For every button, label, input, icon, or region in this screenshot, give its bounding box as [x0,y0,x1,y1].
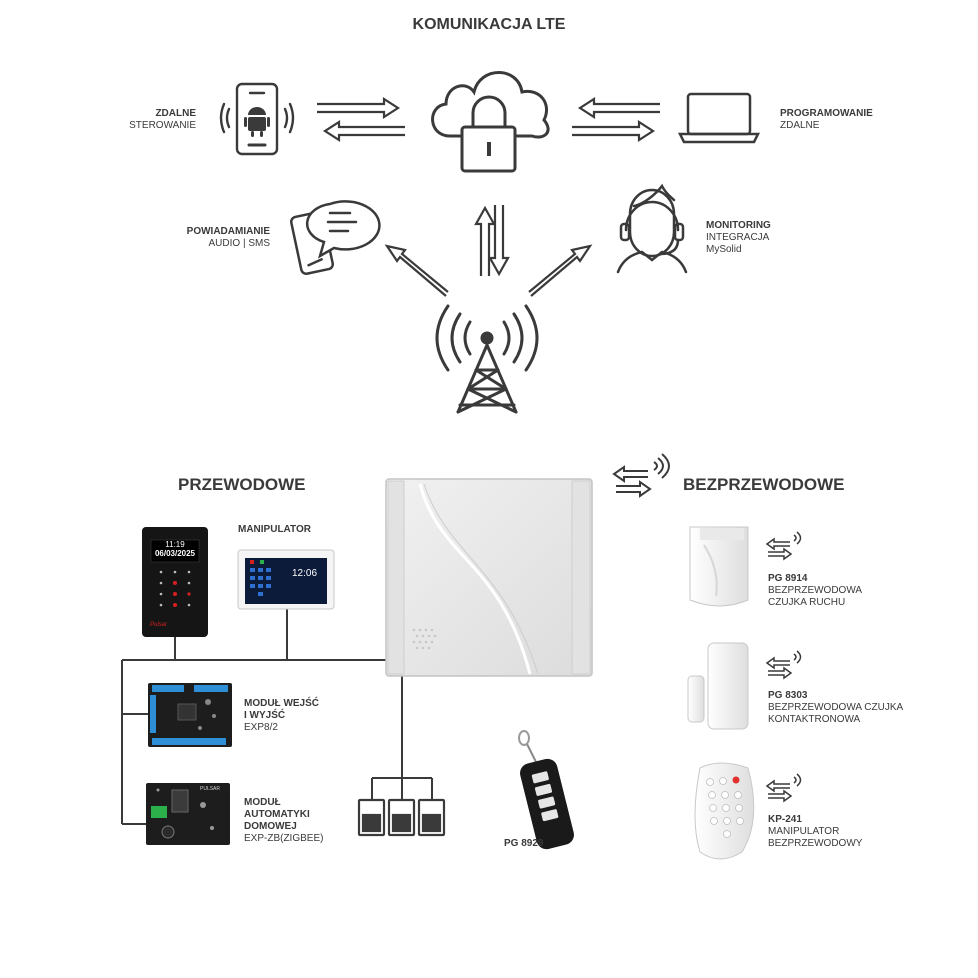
remote-control-line2: STEROWANIE [129,120,196,131]
page-title: KOMUNIKACJA LTE [412,16,566,33]
monitoring-line1: MONITORING [706,220,771,231]
automation-module-line2: AUTOMATYKI [244,809,310,820]
contact-sensor-device [687,642,749,730]
motion-sensor-device [689,526,749,607]
module-brand: PULSAR [200,786,221,792]
contact-line2: BEZPRZEWODOWA CZUJKA [768,702,904,713]
remote-control-label: ZDALNE STEROWANIE [96,108,196,132]
motion-line2: BEZPRZEWODOWA [768,585,863,596]
remote-control-line1: ZDALNE [155,108,196,119]
lte-tower-icon [435,304,539,414]
wireless-heading: BEZPRZEWODOWE [683,475,845,494]
touch-screen-time: 12:06 [292,568,318,579]
operator-headset-icon [616,183,688,274]
contact-line3: KONTAKTRONOWA [768,714,861,725]
notification-line1: POWIADAMIANIE [186,226,270,237]
wireless-signal-icon [765,650,802,680]
notification-label: POWIADAMIANIE AUDIO | SMS [160,226,270,250]
black-touch-keypad [142,527,208,637]
bidirectional-arrows-icon [572,96,660,143]
automation-module-board [146,783,230,845]
outputs-relay-icon [357,798,446,837]
io-module-board [148,683,232,747]
notification-line2: AUDIO | SMS [208,238,271,249]
automation-module-line3: DOMOWEJ [244,821,297,832]
wired-heading: PRZEWODOWE [178,475,306,494]
arrow-to-monitoring-icon [528,244,593,297]
keypad-brand: Pulsar [150,622,168,628]
vertical-bidirectional-arrows-icon [474,205,510,277]
io-module-line1: MODUŁ WEJŚĆ [244,698,319,709]
io-module-label: MODUŁ WEJŚĆ I WYJŚĆ EXP8/2 [244,698,344,734]
motion-line1: PG 8914 [768,573,808,584]
key-fob-remote [518,730,574,850]
motion-sensor-label: PG 8914 BEZPRZEWODOWA CZUJKA RUCHU [768,573,888,609]
bidirectional-arrows-icon [317,96,405,143]
wireless-signal-icon [765,531,802,561]
monitoring-label: MONITORING INTEGRACJA MySolid [706,220,816,256]
wireless-keypad-line1: KP-241 [768,814,802,825]
automation-module-line4: EXP-ZB(ZIGBEE) [244,833,324,844]
wireless-keypad-label: KP-241 MANIPULATOR BEZPRZEWODOWY [768,814,898,850]
remote-label: PG 8929 [504,838,544,849]
laptop-icon [677,92,761,144]
keypad-time: 11:19 [165,540,185,549]
wiring-lines [121,608,433,825]
remote-programming-label: PROGRAMOWANIE ZDALNE [780,108,900,132]
arrow-to-notification-icon [384,244,449,297]
remote-programming-line1: PROGRAMOWANIE [780,108,873,119]
monitoring-line3: MySolid [706,244,742,255]
automation-module-label: MODUŁ AUTOMATYKI DOMOWEJ EXP-ZB(ZIGBEE) [244,797,354,845]
motion-line3: CZUJKA RUCHU [768,597,846,608]
contact-sensor-label: PG 8303 BEZPRZEWODOWA CZUJKA KONTAKTRONO… [768,690,918,726]
wireless-keypad-line2: MANIPULATOR [768,826,840,837]
remote-programming-line2: ZDALNE [780,120,820,131]
contact-line1: PG 8303 [768,690,808,701]
automation-module-line1: MODUŁ [244,797,281,808]
sms-chat-phone-icon [290,200,381,276]
wireless-keypad-device [694,762,755,860]
keypad-date: 06/03/2025 [154,549,196,558]
manipulator-label: MANIPULATOR [238,524,311,535]
monitoring-line2: INTEGRACJA [706,232,770,243]
wireless-signal-icon [765,773,802,803]
io-module-line3: EXP8/2 [244,722,278,733]
wireless-arrows-icon [612,453,670,498]
cloud-lock-icon [431,71,550,173]
io-module-line2: I WYJŚĆ [244,710,286,721]
alarm-control-panel [385,478,593,677]
touch-manipulator [237,549,335,610]
smartphone-android-icon [219,82,295,156]
wireless-keypad-line3: BEZPRZEWODOWY [768,838,863,849]
